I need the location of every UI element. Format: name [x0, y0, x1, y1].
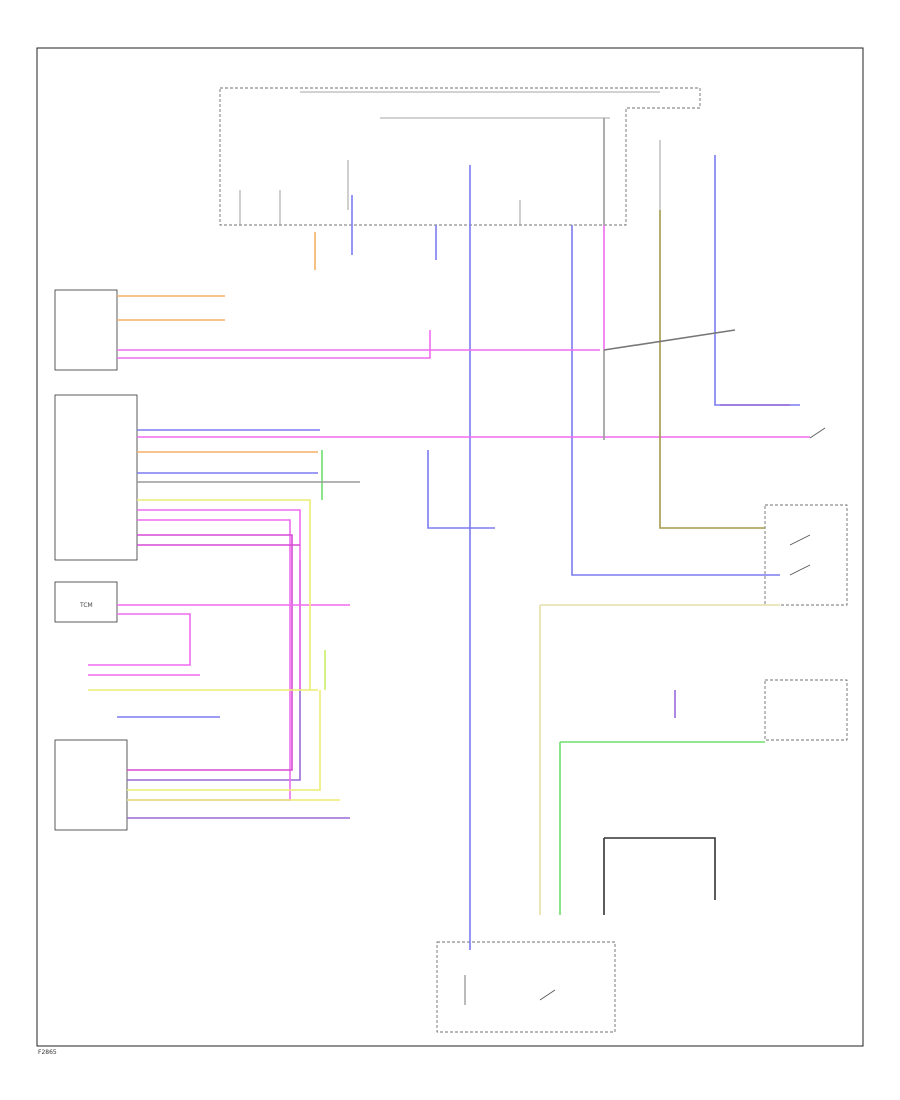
wire-pink-tcm-2: [88, 613, 191, 666]
wire-magenta-bcm-3: [127, 534, 293, 771]
wire-olive-right: [659, 210, 765, 529]
wire-yellow-bcm: [137, 499, 311, 690]
wire-yellow-pcm: [127, 690, 321, 791]
ignition-switch: [764, 504, 848, 606]
wire-violet-pcm: [127, 560, 301, 781]
wire-pink-bcm-2: [127, 519, 291, 801]
body-control-module: [54, 394, 138, 561]
powertrain-control-module: [54, 739, 128, 831]
wire-blue-starter: [427, 450, 495, 529]
tcm-label: TCM: [79, 602, 93, 609]
starter-relay: [436, 941, 616, 1033]
ignition-contact-2: [789, 564, 811, 576]
wire-tan-ign: [539, 604, 780, 915]
wire-blue-right-vertical: [714, 155, 800, 406]
wire-blue-ign: [571, 225, 780, 576]
starter-relay-contact: [539, 989, 556, 1001]
wire-pink-bcm-1: [137, 509, 301, 690]
wire-black-leader: [603, 329, 736, 351]
wire-pink-long-2: [117, 330, 431, 359]
wire-black-starter: [604, 837, 716, 900]
diagram-frame: [36, 47, 864, 1047]
brake-switch-contact: [809, 427, 826, 439]
hazard-switch: [764, 679, 848, 741]
lighting-control-module: [54, 289, 118, 371]
tcm-box: [54, 581, 118, 623]
footer-code: F2865: [38, 1049, 57, 1056]
ignition-contact-1: [789, 534, 811, 546]
fuse-box: [219, 87, 701, 226]
